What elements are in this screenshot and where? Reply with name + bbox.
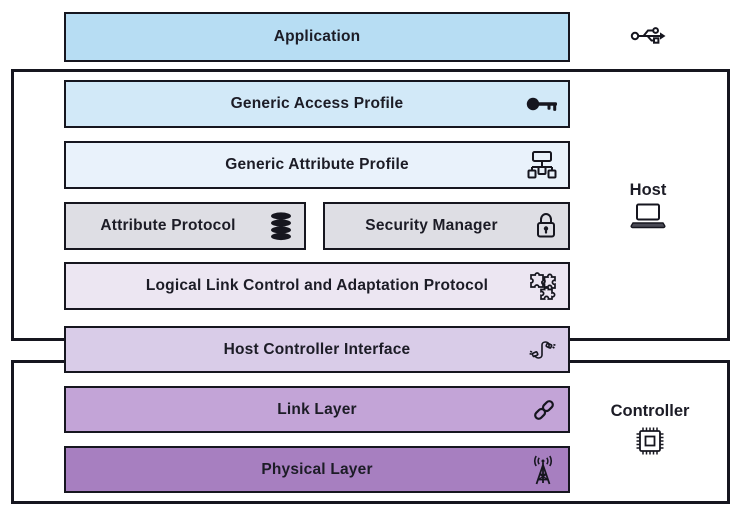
layer-link-layer: Link Layer [64, 386, 570, 433]
sitemap-icon [525, 148, 559, 182]
controller-group-label: Controller [598, 402, 702, 459]
chip-icon [632, 423, 668, 459]
cable-icon [525, 333, 559, 367]
lock-icon [533, 211, 559, 241]
host-group-label: Host [608, 181, 688, 230]
layer-attribute-protocol: Attribute Protocol [64, 202, 306, 250]
database-icon [267, 211, 295, 241]
layer-physical-layer: Physical Layer [64, 446, 570, 493]
layer-security-manager: Security Manager [323, 202, 570, 250]
host-label-text: Host [629, 181, 667, 199]
layer-generic-attribute-profile: Generic Attribute Profile [64, 141, 570, 189]
antenna-icon [527, 453, 559, 487]
controller-label-text: Controller [610, 402, 690, 420]
layer-label: Generic Access Profile [230, 95, 404, 113]
layer-label: Application [273, 28, 361, 46]
layer-label: Link Layer [277, 400, 357, 418]
layer-application: Application [64, 12, 570, 62]
layer-label: Physical Layer [261, 460, 373, 478]
layer-label: Attribute Protocol [100, 217, 236, 235]
layer-l2cap: Logical Link Control and Adaptation Prot… [64, 262, 570, 310]
usb-icon [630, 21, 668, 51]
layer-host-controller-interface: Host Controller Interface [64, 326, 570, 373]
chain-link-icon [529, 395, 559, 425]
puzzle-icon [527, 270, 559, 302]
layer-label: Logical Link Control and Adaptation Prot… [145, 277, 489, 295]
layer-generic-access-profile: Generic Access Profile [64, 80, 570, 128]
layer-label: Generic Attribute Profile [225, 156, 409, 174]
laptop-icon [628, 202, 668, 230]
layer-label: Host Controller Interface [223, 340, 411, 358]
key-icon [525, 93, 559, 115]
layer-label: Security Manager [365, 217, 498, 235]
